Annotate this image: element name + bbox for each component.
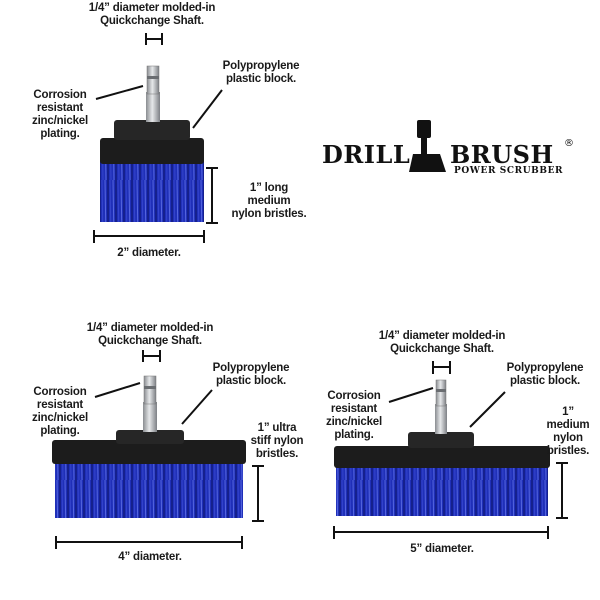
brush-5in-callouts xyxy=(333,361,568,539)
brush-5in-diameter-label: 5” diameter. xyxy=(410,543,474,555)
logo-word-left: DRILL xyxy=(322,140,411,169)
brush-2in-callouts xyxy=(93,33,223,243)
brush-5in-shaft-label: 1/4” diameter molded-in Quickchange Shaf… xyxy=(378,330,506,355)
brush-5in-plating-label: Corrosion resistant zinc/nickel plating. xyxy=(326,390,382,441)
brush-4in-block-label: Polypropylene plastic block. xyxy=(212,362,290,387)
brush-2in-image xyxy=(100,65,204,222)
drill-brush-logo: DRILL BRUSH ® POWER SCRUBBER xyxy=(322,118,582,180)
brush-2in-plating-label: Corrosion resistant zinc/nickel plating. xyxy=(32,89,88,140)
brush-4in-diameter-label: 4” diameter. xyxy=(118,551,182,563)
brush-5in-bristle-label: 1” medium nylon bristles. xyxy=(546,406,590,457)
brush-4in-shaft-label: 1/4” diameter molded-in Quickchange Shaf… xyxy=(86,322,214,347)
brush-5in-block-label: Polypropylene plastic block. xyxy=(506,362,584,387)
brush-2in-shaft-label: 1/4” diameter molded-in Quickchange Shaf… xyxy=(88,2,216,27)
brush-4in-plating-label: Corrosion resistant zinc/nickel plating. xyxy=(32,386,88,437)
brush-5in-image xyxy=(334,379,550,516)
registered-mark: ® xyxy=(564,138,574,149)
logo-word-right: BRUSH xyxy=(450,140,554,169)
logo-tagline: POWER SCRUBBER xyxy=(454,166,564,176)
brush-4in-bristle-label: 1” ultra stiff nylon bristles. xyxy=(250,422,304,460)
brush-4in-image xyxy=(52,375,246,518)
brush-2in-bristle-label: 1” long medium nylon bristles. xyxy=(231,182,307,220)
brush-2in-diameter-label: 2” diameter. xyxy=(117,247,181,259)
brush-2in-block-label: Polypropylene plastic block. xyxy=(222,60,300,85)
brush-4in-callouts xyxy=(55,350,264,549)
logo-figure xyxy=(409,120,446,172)
